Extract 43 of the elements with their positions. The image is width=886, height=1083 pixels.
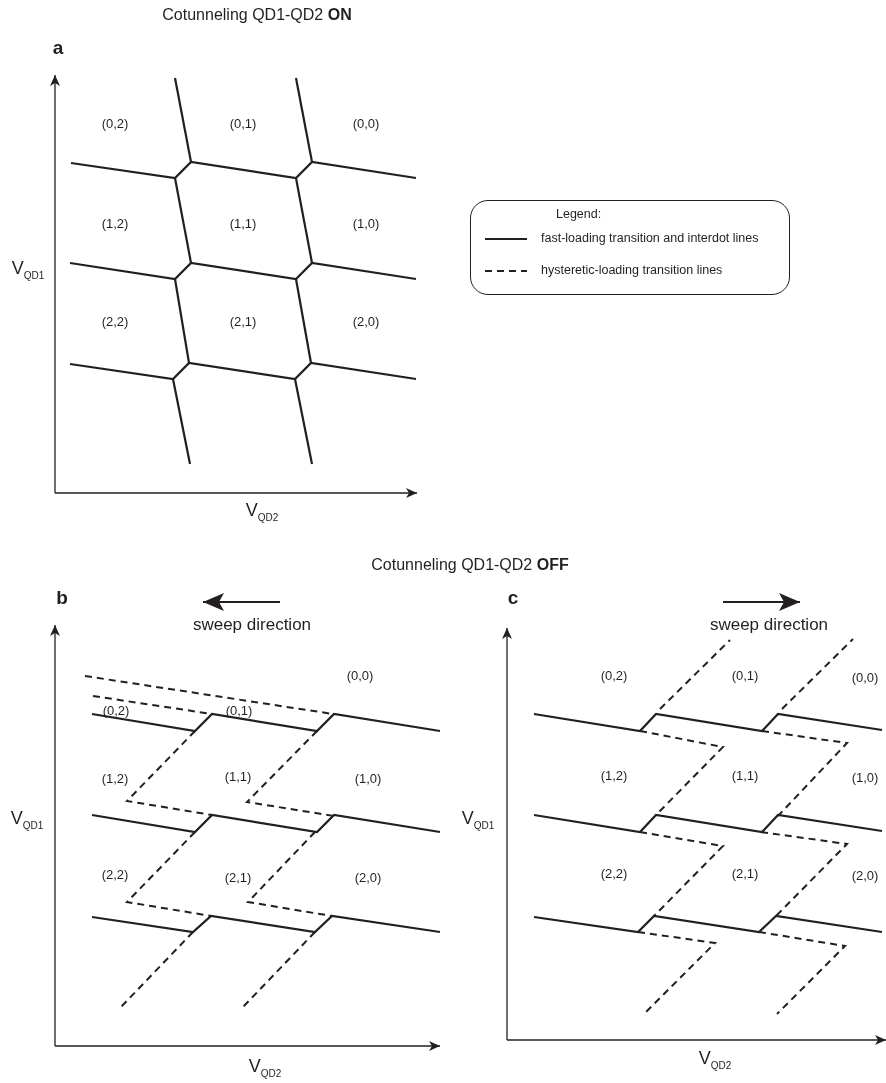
- axis-label: V$_{QD2}$: [245, 501, 279, 523]
- sweep-direction-label: sweep direction: [192, 615, 312, 633]
- charge-state-label: (0,2): [600, 668, 628, 682]
- charge-state-label: (0,0): [346, 668, 374, 682]
- charge-state-label: (0,2): [101, 116, 129, 130]
- charge-state-label: (1,1): [224, 769, 252, 783]
- charge-state-label: (0,0): [851, 670, 879, 684]
- charge-state-label: (1,2): [101, 771, 129, 785]
- charge-state-label: (1,2): [600, 768, 628, 782]
- axis-label: V$_{QD1}$: [11, 259, 45, 281]
- charge-state-label: (2,1): [731, 866, 759, 880]
- panel-letter: a: [52, 37, 64, 57]
- charge-state-label: (2,0): [851, 868, 879, 882]
- charge-state-label: (1,1): [229, 216, 257, 230]
- charge-state-label: (0,1): [731, 668, 759, 682]
- panel-heading: Cotunneling QD1-QD2 ON: [162, 7, 352, 23]
- charge-state-label: (2,2): [101, 314, 129, 328]
- axis-label: V$_{QD1}$: [10, 809, 44, 831]
- charge-state-label: (0,2): [102, 703, 130, 717]
- legend-label: fast-loading transition and interdot lines: [541, 232, 759, 245]
- charge-state-label: (2,1): [229, 314, 257, 328]
- charge-state-label: (1,2): [101, 216, 129, 230]
- charge-state-label: (2,0): [354, 870, 382, 884]
- axis-label: V$_{QD1}$: [461, 809, 495, 831]
- axis-label: V$_{QD2}$: [248, 1057, 282, 1079]
- axis-label: V$_{QD2}$: [698, 1049, 732, 1071]
- sweep-direction-label: sweep direction: [709, 615, 829, 633]
- charge-state-label: (1,0): [851, 770, 879, 784]
- panel-letter: c: [507, 587, 519, 607]
- charge-state-label: (0,1): [229, 116, 257, 130]
- legend-label: hysteretic-loading transition lines: [541, 264, 723, 277]
- charge-state-label: (1,0): [352, 216, 380, 230]
- panel-heading: Cotunneling QD1-QD2 OFF: [371, 557, 569, 573]
- charge-state-label: (2,0): [352, 314, 380, 328]
- charge-state-label: (0,0): [352, 116, 380, 130]
- panel-letter: b: [56, 587, 68, 607]
- charge-state-label: (0,1): [225, 703, 253, 717]
- charge-state-label: (1,1): [731, 768, 759, 782]
- legend-title: Legend:: [556, 208, 602, 221]
- charge-state-label: (1,0): [354, 771, 382, 785]
- charge-state-label: (2,2): [600, 866, 628, 880]
- charge-state-label: (2,2): [101, 867, 129, 881]
- charge-state-label: (2,1): [224, 870, 252, 884]
